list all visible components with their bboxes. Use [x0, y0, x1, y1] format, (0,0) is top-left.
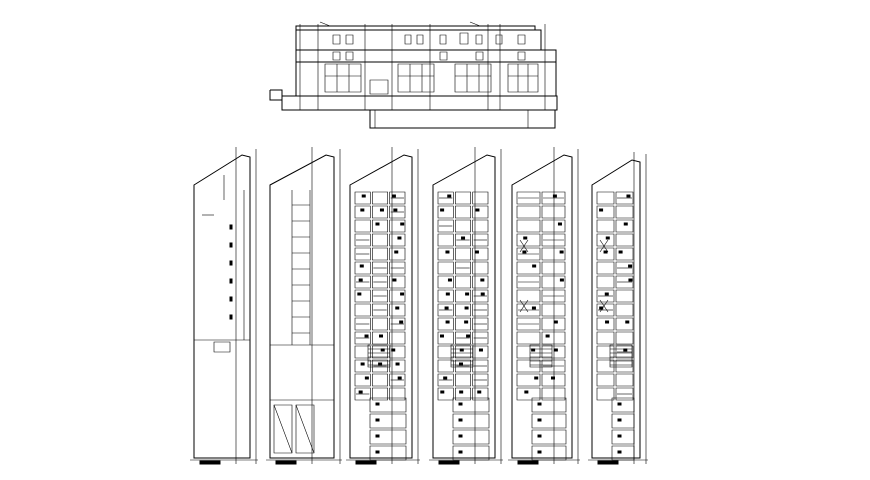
plan-3 — [346, 147, 420, 464]
plan-4 — [429, 147, 503, 464]
elevation-upper-windows — [333, 33, 525, 60]
building-elevation — [270, 22, 557, 128]
plan-6 — [588, 152, 648, 464]
plan-title-bar — [439, 461, 459, 464]
plan-1 — [190, 147, 258, 464]
elevation-lower-windows — [325, 64, 538, 94]
plan-5 — [508, 147, 580, 464]
plan-title-bar — [356, 461, 376, 464]
plan-title-bar — [598, 461, 618, 464]
floor-plans — [190, 147, 648, 464]
plan-2 — [266, 147, 342, 464]
plan-title-bar — [276, 461, 296, 464]
plan-title-bar — [518, 461, 538, 464]
plan-title-bar — [200, 461, 220, 464]
